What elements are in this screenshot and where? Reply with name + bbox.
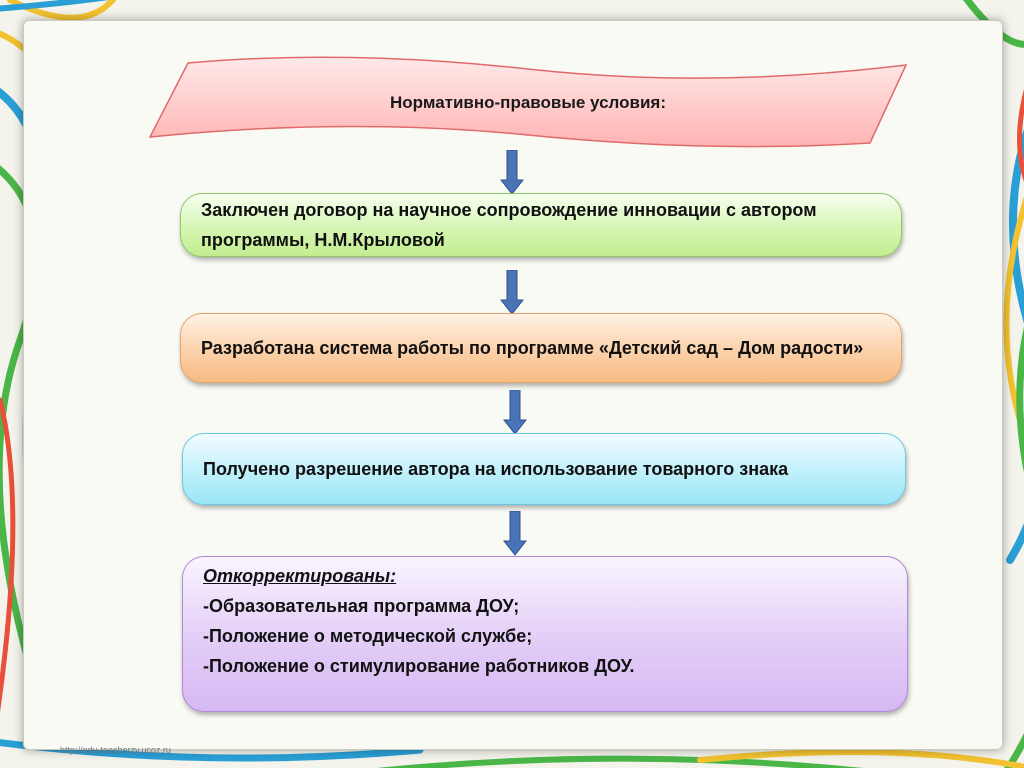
step-box-permission: Получено разрешение автора на использова…	[182, 433, 906, 505]
corrected-item: -Образовательная программа ДОУ;	[203, 596, 520, 616]
step-box-contract: Заключен договор на научное сопровождени…	[180, 193, 902, 257]
arrow-down-icon	[500, 150, 524, 195]
corrected-item: -Положение о стимулирование работников Д…	[203, 656, 635, 676]
footer-url: http://edu-teacherzv.ucoz.ru	[60, 745, 171, 755]
arrow-down-icon	[503, 390, 527, 435]
corrected-item: -Положение о методической службе;	[203, 626, 533, 646]
step-text: Разработана система работы по программе …	[201, 338, 864, 358]
step-text: Заключен договор на научное сопровождени…	[201, 200, 817, 250]
arrow-down-icon	[500, 270, 524, 315]
step-box-system: Разработана система работы по программе …	[180, 313, 902, 383]
banner-title: Нормативно-правовые условия:	[390, 92, 666, 112]
arrow-down-icon	[503, 511, 527, 556]
banner-shape	[148, 56, 908, 148]
step-box-corrected: Откорректированы: -Образовательная прогр…	[182, 556, 908, 712]
step-text: Получено разрешение автора на использова…	[203, 459, 789, 479]
corrected-heading: Откорректированы:	[203, 566, 397, 586]
